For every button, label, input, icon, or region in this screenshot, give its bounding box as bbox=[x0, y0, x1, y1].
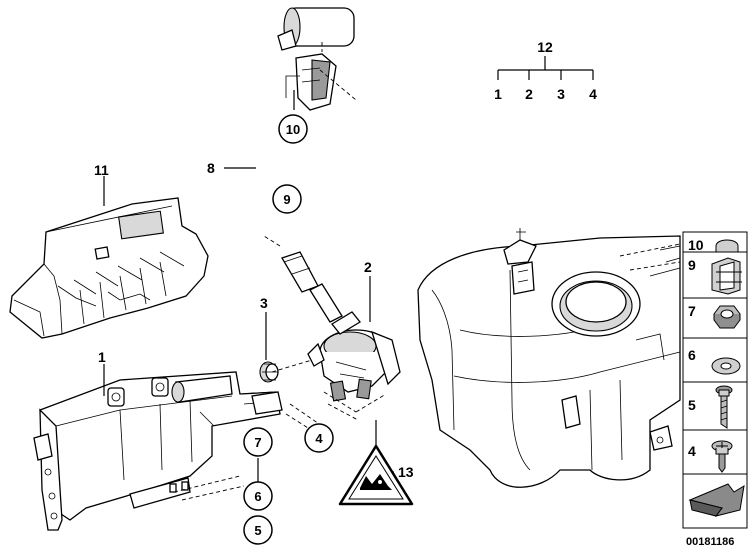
bolt-icon bbox=[715, 385, 733, 429]
callout-3: 3 bbox=[260, 295, 268, 311]
warning-triangle-icon bbox=[338, 444, 414, 506]
svg-text:10: 10 bbox=[688, 237, 704, 253]
image-number: 00181186 bbox=[686, 536, 734, 548]
svg-text:9: 9 bbox=[688, 257, 696, 273]
orientation-arrow-icon bbox=[688, 483, 745, 517]
tree-child-2: 2 bbox=[525, 86, 533, 102]
part-group-tree: 12 1 2 3 4 bbox=[494, 39, 597, 102]
callout-1: 1 bbox=[98, 349, 106, 365]
legend-stack: 9 7 6 5 4 bbox=[682, 251, 748, 529]
svg-text:6: 6 bbox=[688, 347, 696, 363]
svg-text:4: 4 bbox=[688, 443, 696, 459]
circled-10: 10 bbox=[278, 114, 308, 144]
tree-child-3: 3 bbox=[557, 86, 565, 102]
filter-drawing bbox=[277, 7, 355, 111]
svg-text:4: 4 bbox=[315, 431, 323, 446]
svg-text:7: 7 bbox=[688, 303, 696, 319]
callout-13: 13 bbox=[398, 464, 414, 480]
circled-4: 4 bbox=[304, 423, 334, 453]
svg-text:7: 7 bbox=[254, 435, 261, 450]
svg-text:10: 10 bbox=[286, 122, 300, 137]
valve-drawing bbox=[307, 311, 401, 402]
circled-9: 9 bbox=[272, 184, 302, 214]
svg-text:6: 6 bbox=[254, 489, 261, 504]
circled-callouts: 10 9 4 7 6 5 bbox=[243, 114, 334, 545]
tree-root-12: 12 bbox=[537, 39, 553, 55]
circled-7: 7 bbox=[243, 427, 273, 457]
circled-5: 5 bbox=[243, 515, 273, 545]
grommet-drawing bbox=[259, 361, 279, 383]
svg-text:9: 9 bbox=[283, 192, 290, 207]
tree-child-1: 1 bbox=[494, 86, 502, 102]
callout-2: 2 bbox=[364, 259, 372, 275]
hex-nut-icon bbox=[713, 305, 741, 329]
circled-6: 6 bbox=[243, 481, 273, 511]
svg-text:5: 5 bbox=[688, 397, 696, 413]
callout-labels: 11 8 3 2 1 13 bbox=[94, 160, 414, 480]
washer-icon bbox=[711, 357, 741, 375]
canister-drawing bbox=[33, 371, 283, 531]
underbody-shield-drawing bbox=[9, 197, 209, 339]
clip-icon bbox=[711, 257, 742, 295]
tree-child-4: 4 bbox=[589, 86, 597, 102]
washer-screw-icon bbox=[711, 440, 733, 473]
svg-text:5: 5 bbox=[254, 523, 261, 538]
callout-8: 8 bbox=[207, 160, 215, 176]
fuel-tank-drawing bbox=[417, 228, 681, 488]
callout-11: 11 bbox=[94, 162, 109, 178]
